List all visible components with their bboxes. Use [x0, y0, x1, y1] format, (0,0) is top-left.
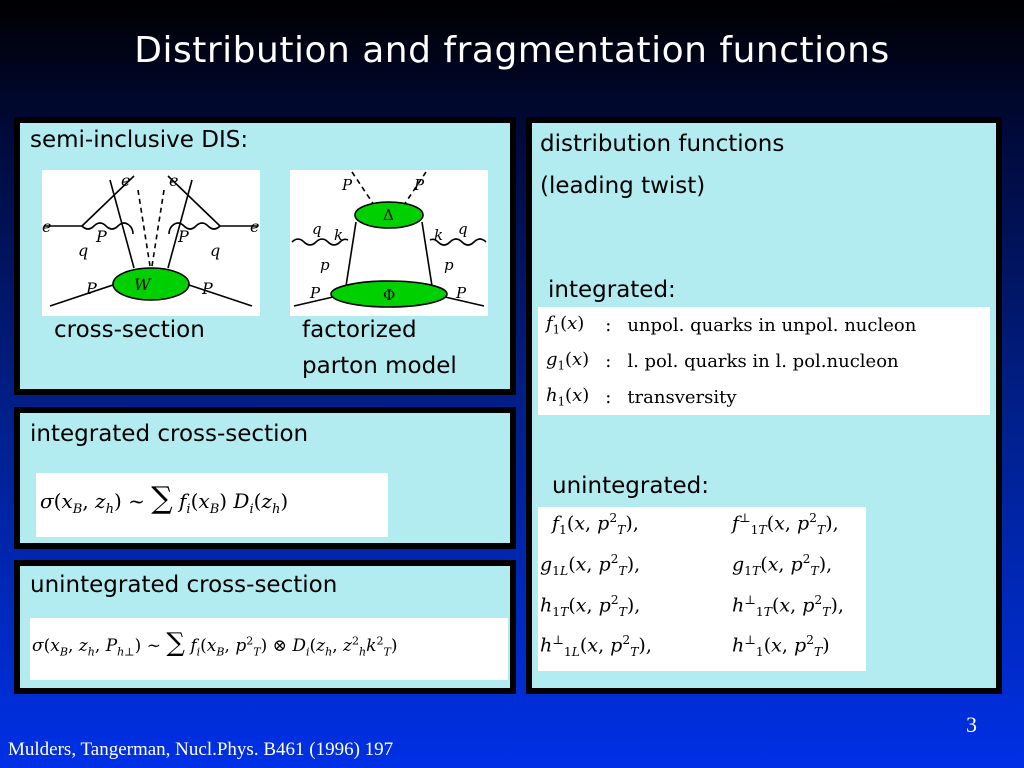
diagram1-label-e-top-left: e — [121, 171, 130, 190]
unintegrated-functions-table: f1(x, p2T), f⊥1T(x, p2T), g1L(x, p2T), g… — [538, 507, 866, 671]
function-subscript: 1 — [557, 358, 565, 373]
diagram1-label-ph-right: P — [177, 227, 189, 246]
unintegrated-cross-section-heading: unintegrated cross-section — [30, 572, 338, 598]
function-description: unpol. quarks in unpol. nucleon — [627, 314, 917, 336]
unintegrated-formula: σ(xB, zh, Ph⊥) ~ ∑ fi(xB, p2T) ⊗ Di(zh, … — [32, 628, 398, 659]
tmd-row-1-right: f⊥1T(x, p2T), — [732, 511, 839, 538]
tmd-row-4: h⊥1L(x, p2T), — [540, 633, 652, 660]
parton-model-diagram: P P q q k k p p P P Δ Φ — [290, 170, 488, 316]
diagram2-label-ph-left: P — [341, 176, 353, 194]
cross-section-caption: cross-section — [54, 317, 205, 343]
function-subscript: 1 — [557, 394, 566, 409]
diagram1-blob-label: W — [134, 275, 152, 294]
diagram1-label-p-left: P — [85, 279, 97, 298]
function-symbol: g — [546, 349, 558, 371]
function-description: transversity — [627, 386, 737, 408]
diagram1-label-e-top-right: e — [169, 171, 178, 190]
slide-title: Distribution and fragmentation functions — [134, 30, 890, 71]
diagram2-label-p-left: p — [320, 256, 330, 274]
tmd-row-2: g1L(x, p2T), — [540, 552, 641, 579]
table-row: f1(x) : unpol. quarks in unpol. nucleon — [538, 307, 924, 343]
distribution-heading-line2: (leading twist) — [540, 173, 706, 199]
diagram2-label-ph-right: P — [413, 176, 425, 194]
function-symbol: h — [546, 385, 558, 407]
tmd-row-1: f1(x, p2T), — [552, 511, 639, 538]
diagram2-label-k-right: k — [434, 226, 443, 244]
integrated-cross-section-panel: integrated cross-section σ(xB, zh) ~ ∑ f… — [14, 407, 516, 549]
footer-citation: Mulders, Tangerman, Nucl.Phys. B461 (199… — [8, 739, 394, 760]
distribution-heading-line1: distribution functions — [540, 131, 785, 157]
table-row: h1(x) : transversity — [538, 379, 924, 415]
sidis-panel: semi-inclusive DIS: e e e — [14, 117, 516, 395]
page-number: 3 — [966, 712, 977, 737]
diagram2-label-q-left: q — [312, 220, 322, 238]
diagram1-label-p-right: P — [201, 279, 213, 298]
function-symbol: f — [546, 313, 553, 335]
unintegrated-cross-section-panel: unintegrated cross-section σ(xB, zh, Ph⊥… — [14, 560, 516, 694]
integrated-formula-box: σ(xB, zh) ~ ∑ fi(xB) Di(zh) — [36, 473, 388, 537]
table-row: g1(x) : l. pol. quarks in l. pol.nucleon — [538, 343, 924, 379]
integrated-cross-section-heading: integrated cross-section — [30, 421, 309, 447]
diagram2-label-P-left: P — [309, 284, 321, 302]
tmd-row-4-right: h⊥1(x, p2T) — [732, 633, 830, 660]
cross-section-diagram: e e e e P P q q P P W — [42, 170, 260, 316]
diagram2-bottom-blob-label: Φ — [383, 286, 395, 304]
integrated-label: integrated: — [548, 277, 676, 303]
diagram1-label-e-left: e — [42, 217, 51, 236]
diagram2-label-k-left: k — [334, 226, 343, 244]
integrated-formula: σ(xB, zh) ~ ∑ fi(xB) Di(zh) — [40, 481, 289, 517]
diagram2-label-p-right: p — [444, 256, 454, 274]
factorized-caption: factorized — [302, 317, 417, 343]
distribution-functions-panel: distribution functions (leading twist) i… — [526, 117, 1002, 694]
sidis-heading: semi-inclusive DIS: — [30, 127, 249, 153]
parton-model-caption: parton model — [302, 353, 457, 379]
diagram1-label-q-right: q — [210, 241, 220, 260]
diagram2-label-P-right: P — [455, 284, 467, 302]
tmd-row-2-right: g1T(x, p2T), — [732, 552, 833, 579]
diagram1-label-e-right: e — [250, 217, 259, 236]
diagram2-label-q-right: q — [458, 220, 468, 238]
tmd-row-3: h1T(x, p2T), — [540, 593, 641, 620]
function-subscript: 1 — [552, 322, 561, 337]
integrated-functions-table: f1(x) : unpol. quarks in unpol. nucleon … — [538, 307, 990, 415]
tmd-row-3-right: h⊥1T(x, p2T), — [732, 593, 844, 620]
unintegrated-formula-box: σ(xB, zh, Ph⊥) ~ ∑ fi(xB, p2T) ⊗ Di(zh, … — [30, 618, 508, 680]
diagram2-top-blob-label: Δ — [383, 206, 394, 224]
unintegrated-label: unintegrated: — [552, 473, 709, 499]
diagram1-label-q-left: q — [78, 241, 88, 260]
diagram1-label-ph-left: P — [95, 227, 107, 246]
function-description: l. pol. quarks in l. pol.nucleon — [627, 350, 899, 372]
